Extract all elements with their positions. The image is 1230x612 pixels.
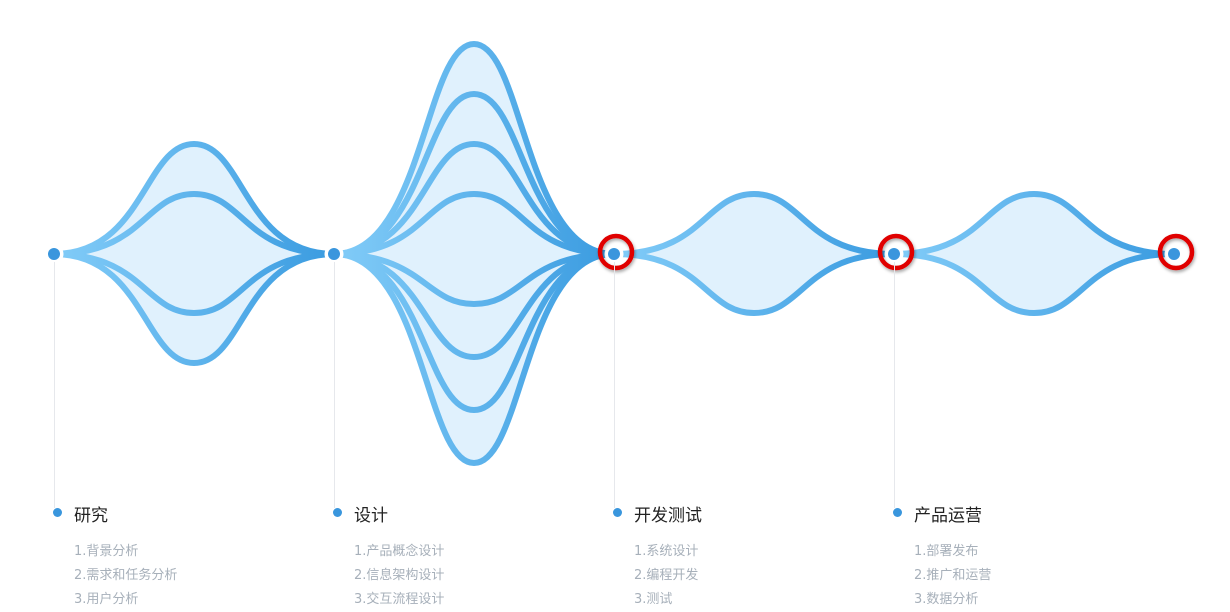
stage-item: 2.需求和任务分析 bbox=[74, 568, 178, 583]
highlight-ring-icon bbox=[877, 233, 915, 271]
stage-dot bbox=[893, 508, 902, 517]
stage-title: 设计 bbox=[354, 506, 388, 526]
stage-item: 1.背景分析 bbox=[74, 544, 139, 559]
flow-curve bbox=[331, 90, 617, 257]
flow-curve bbox=[331, 251, 617, 361]
flow-lobe-3 bbox=[891, 190, 1177, 317]
flow-node-4 bbox=[1168, 248, 1180, 260]
stage-item: 1.产品概念设计 bbox=[354, 544, 445, 559]
stage-item: 3.测试 bbox=[634, 592, 673, 607]
stage-title: 研究 bbox=[74, 506, 108, 526]
stage-items: 1.系统设计 2.编程开发 3.测试 bbox=[634, 540, 698, 612]
flow-curve bbox=[891, 190, 1177, 257]
stage-item: 2.推广和运营 bbox=[914, 568, 992, 583]
flow-curve bbox=[611, 190, 897, 257]
connector-line-design bbox=[334, 262, 335, 508]
flow-lobe-2 bbox=[611, 190, 897, 317]
highlight-ring-icon bbox=[597, 233, 635, 271]
stage-items: 1.背景分析 2.需求和任务分析 3.用户分析 bbox=[74, 540, 177, 612]
connector-line-research bbox=[54, 262, 55, 508]
stage-items: 1.部署发布 2.推广和运营 3.数据分析 bbox=[914, 540, 991, 612]
stage-item: 1.部署发布 bbox=[914, 544, 979, 559]
stage-dot bbox=[333, 508, 342, 517]
connector-line-operations bbox=[894, 262, 895, 508]
flow-curve bbox=[331, 251, 617, 308]
flow-curve bbox=[51, 140, 337, 257]
highlight-ring-icon bbox=[1157, 233, 1195, 271]
stage-item: 2.编程开发 bbox=[634, 568, 699, 583]
flow-curve bbox=[891, 251, 1177, 317]
flow-lobe-1 bbox=[331, 40, 617, 467]
flow-node-1 bbox=[328, 248, 340, 260]
flow-node-2 bbox=[608, 248, 620, 260]
stage-title: 产品运营 bbox=[914, 506, 982, 526]
stage-items: 1.产品概念设计 2.信息架构设计 3.交互流程设计 bbox=[354, 540, 444, 612]
flow-curve bbox=[331, 251, 617, 414]
flow-node-3 bbox=[888, 248, 900, 260]
flow-lobe-0 bbox=[51, 140, 337, 367]
stage-item: 3.数据分析 bbox=[914, 592, 979, 607]
stage-item: 1.系统设计 bbox=[634, 544, 699, 559]
stage-item: 2.信息架构设计 bbox=[354, 568, 445, 583]
stage-dot bbox=[613, 508, 622, 517]
stage-item: 3.交互流程设计 bbox=[354, 592, 445, 607]
flow-curve bbox=[331, 251, 617, 467]
stage-title: 开发测试 bbox=[634, 506, 702, 526]
flow-curve bbox=[51, 251, 337, 317]
stage-dot bbox=[53, 508, 62, 517]
stage-item: 3.用户分析 bbox=[74, 592, 139, 607]
flow-curve bbox=[331, 40, 617, 257]
flow-curve bbox=[51, 251, 337, 367]
flow-curve bbox=[611, 251, 897, 317]
flow-node-0 bbox=[48, 248, 60, 260]
flow-curve bbox=[51, 190, 337, 257]
connector-line-dev-test bbox=[614, 262, 615, 508]
flow-curve bbox=[331, 190, 617, 257]
flow-curve bbox=[331, 140, 617, 257]
